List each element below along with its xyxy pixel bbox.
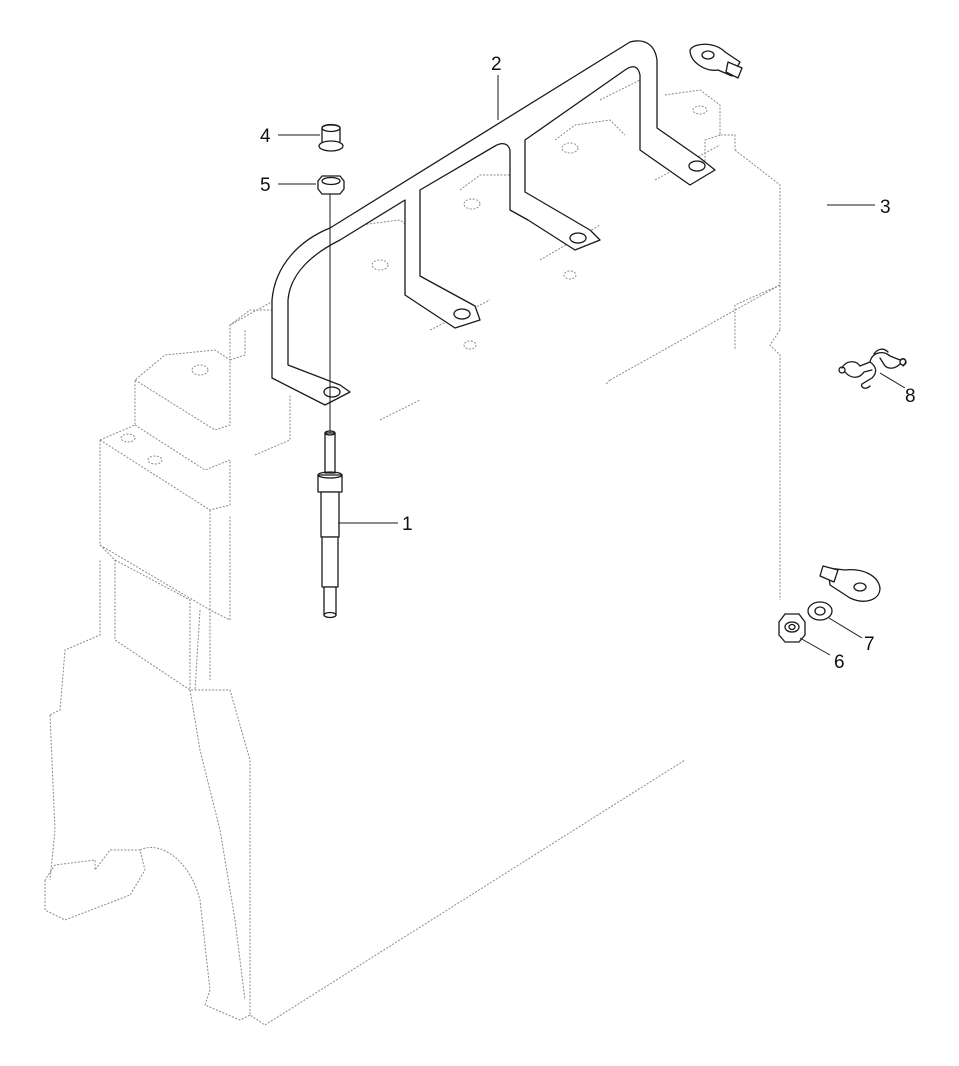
part-7-washer bbox=[807, 601, 833, 621]
callout-8: 8 bbox=[905, 386, 916, 407]
leader-6 bbox=[799, 637, 831, 656]
part-6-nut bbox=[778, 613, 806, 643]
callout-7: 7 bbox=[864, 634, 875, 655]
leader-lines bbox=[278, 75, 906, 656]
callout-6: 6 bbox=[834, 652, 845, 673]
callout-4: 4 bbox=[260, 126, 271, 147]
leader-7 bbox=[828, 617, 863, 639]
part-1-plug bbox=[317, 430, 343, 619]
part-4-bolt bbox=[318, 123, 344, 152]
callout-1: 1 bbox=[402, 514, 413, 535]
callout-labels: 1 2 3 4 5 6 7 8 bbox=[260, 54, 916, 673]
part-5-nut bbox=[317, 175, 345, 195]
callout-5: 5 bbox=[260, 175, 271, 196]
part-8-clip bbox=[838, 348, 907, 389]
leader-8 bbox=[879, 372, 906, 389]
part-3-cable bbox=[689, 43, 881, 602]
part-2-bracket bbox=[271, 40, 716, 406]
callout-2: 2 bbox=[491, 54, 502, 75]
callout-3: 3 bbox=[880, 197, 891, 218]
